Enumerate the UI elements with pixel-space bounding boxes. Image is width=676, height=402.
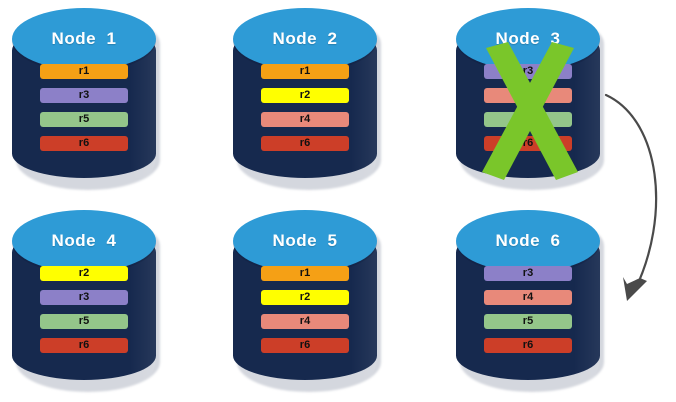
replica-bar[interactable]: r3 bbox=[40, 290, 128, 305]
replica-list: r3 r4 r5 r6 bbox=[484, 64, 572, 151]
replica-bar[interactable]: r3 bbox=[40, 88, 128, 103]
replica-list: r3 r4 r5 r6 bbox=[484, 266, 572, 353]
replica-bar[interactable]: r2 bbox=[40, 266, 128, 281]
replica-bar[interactable]: r6 bbox=[261, 338, 349, 353]
node-label: Node 1 bbox=[51, 29, 117, 48]
node-label: Node 5 bbox=[272, 231, 338, 250]
node-2[interactable]: Node 2 r1 r2 r4 r6 bbox=[233, 8, 381, 190]
replica-bar[interactable]: r6 bbox=[40, 136, 128, 151]
replica-list: r1 r3 r5 r6 bbox=[40, 64, 128, 151]
replica-list: r2 r3 r5 r6 bbox=[40, 266, 128, 353]
replica-bar[interactable]: r6 bbox=[484, 136, 572, 151]
replica-bar[interactable]: r5 bbox=[40, 314, 128, 329]
replica-bar[interactable]: r6 bbox=[261, 136, 349, 151]
replica-list: r1 r2 r4 r6 bbox=[261, 64, 349, 151]
replica-bar[interactable]: r3 bbox=[484, 266, 572, 281]
node-5[interactable]: Node 5 r1 r2 r4 r6 bbox=[233, 210, 381, 392]
replica-bar[interactable]: r4 bbox=[484, 88, 572, 103]
node-label: Node 3 bbox=[495, 29, 561, 48]
cylinder-top bbox=[233, 210, 377, 272]
cylinder-top bbox=[233, 8, 377, 70]
node-3[interactable]: Node 3 r3 r4 r5 r6 bbox=[456, 8, 604, 190]
node-label: Node 6 bbox=[495, 231, 561, 250]
cylinder-top bbox=[12, 8, 156, 70]
replica-bar[interactable]: r4 bbox=[484, 290, 572, 305]
failover-arrow-path bbox=[604, 93, 658, 294]
replica-bar[interactable]: r1 bbox=[261, 266, 349, 281]
replica-bar[interactable]: r5 bbox=[484, 112, 572, 127]
node-6[interactable]: Node 6 r3 r4 r5 r6 bbox=[456, 210, 604, 392]
node-label: Node 4 bbox=[51, 231, 117, 250]
replica-bar[interactable]: r1 bbox=[40, 64, 128, 79]
replica-bar[interactable]: r4 bbox=[261, 112, 349, 127]
replica-bar[interactable]: r5 bbox=[484, 314, 572, 329]
node-1[interactable]: Node 1 r1 r3 r5 r6 bbox=[12, 8, 160, 190]
cylinder-top bbox=[456, 210, 600, 272]
node-4[interactable]: Node 4 r2 r3 r5 r6 bbox=[12, 210, 160, 392]
replica-bar[interactable]: r1 bbox=[261, 64, 349, 79]
replica-bar[interactable]: r6 bbox=[484, 338, 572, 353]
replica-list: r1 r2 r4 r6 bbox=[261, 266, 349, 353]
cylinder-top bbox=[12, 210, 156, 272]
failover-arrow-head bbox=[623, 277, 647, 301]
node-label: Node 2 bbox=[272, 29, 338, 48]
replica-bar[interactable]: r3 bbox=[484, 64, 572, 79]
replica-bar[interactable]: r6 bbox=[40, 338, 128, 353]
replica-bar[interactable]: r2 bbox=[261, 290, 349, 305]
replica-bar[interactable]: r4 bbox=[261, 314, 349, 329]
replica-bar[interactable]: r5 bbox=[40, 112, 128, 127]
replica-bar[interactable]: r2 bbox=[261, 88, 349, 103]
